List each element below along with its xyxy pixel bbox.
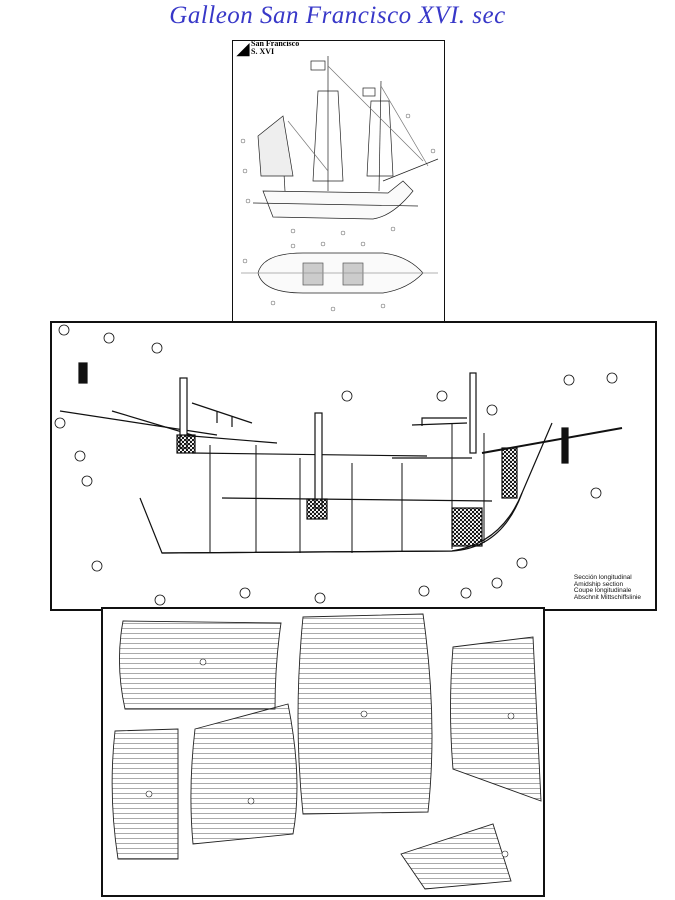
- deck-planking-templates: [101, 607, 545, 897]
- ship-profile-and-deck-plan: [240, 56, 439, 312]
- legend-german: Abschnit Mittschiffslinie: [573, 593, 641, 601]
- longitudinal-section-diagram: [54, 324, 623, 606]
- plan-name-line1: San Francisco: [251, 39, 300, 48]
- deck-panel: [119, 620, 282, 710]
- deck-panel: [190, 703, 298, 845]
- legend-french: Coupe longitudinale: [573, 587, 632, 594]
- plan-ship-name: San Francisco S. XVI: [251, 40, 299, 56]
- deck-panel: [450, 636, 542, 802]
- plan-name-line2: S. XVI: [251, 47, 275, 56]
- amidship-section-drawing: Sección longitudinal Amidship section Co…: [50, 321, 657, 611]
- deck-panels: [111, 613, 542, 890]
- legend-spanish: Sección longitudinal: [573, 574, 632, 581]
- deck-panel: [400, 823, 512, 890]
- brand-logo: ◢: [237, 41, 250, 58]
- sail-plan-drawing: ◢ San Francisco S. XVI: [232, 40, 445, 322]
- section-legend: Sección longitudinal Amidship section Co…: [573, 574, 641, 601]
- page-title: Galleon San Francisco XVI. sec: [169, 2, 506, 29]
- deck-panel: [111, 728, 179, 860]
- legend-english: Amidship section: [573, 580, 624, 588]
